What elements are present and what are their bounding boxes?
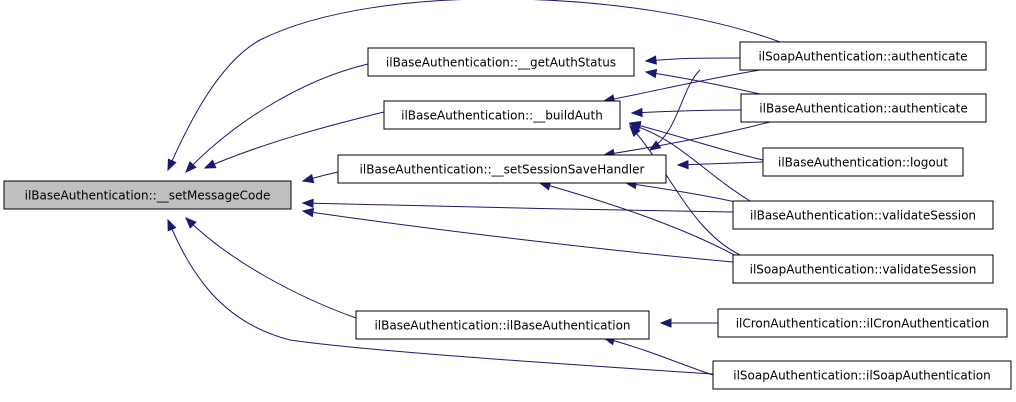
edge-arrowhead [301,173,315,184]
edge-soapAuthenticate-to-setSessionSaveHandler [648,69,701,151]
edge-line [603,337,714,376]
node-cron-constructor[interactable]: ilCronAuthentication::ilCronAuthenticati… [717,308,1008,338]
edge-cronCtor-to-baseCtor [659,318,718,328]
node-label: ilBaseAuthentication::__buildAuth [401,109,603,123]
node-box [367,47,635,77]
node-label: ilBaseAuthentication::validateSession [750,209,976,223]
node-soap-constructor[interactable]: ilSoapAuthentication::ilSoapAuthenticati… [712,360,1012,390]
edge-line [185,63,369,173]
edge-arrowhead [630,107,643,118]
node-box [383,100,621,130]
node-box [337,154,667,184]
edge-soapCtor-to-baseCtor [602,336,714,376]
node-soap-validate-session[interactable]: ilSoapAuthentication::validateSession [732,254,994,284]
edge-arrowhead [676,159,689,170]
node-box [740,93,987,123]
node-label: ilSoapAuthentication::authenticate [758,50,967,64]
edge-line [649,69,701,151]
edge-arrowhead [167,218,177,232]
node-soap-authenticate[interactable]: ilSoapAuthentication::authenticate [739,41,987,71]
edge-soapAuthenticate-to-setMessageCode [167,0,781,172]
edge-soapValidate-to-buildAuth [629,125,741,256]
edge-arrowhead [648,140,662,151]
edge-soapValidate-to-setMessageCode [301,207,734,263]
node-label: ilBaseAuthentication::authenticate [759,102,967,116]
node-box [739,41,987,71]
node-label: ilSoapAuthentication::ilSoapAuthenticati… [733,369,990,383]
edge-line [167,0,781,171]
edge-logout-to-buildAuth [628,121,764,161]
edge-arrowhead [644,68,658,79]
node-box [732,254,994,284]
node-box [3,180,292,210]
node-label: ilBaseAuthentication::__setSessionSaveHa… [360,163,645,177]
edge-line [645,57,741,62]
node-set-session-save-handler[interactable]: ilBaseAuthentication::__setSessionSaveHa… [337,154,667,184]
node-base-validate-session[interactable]: ilBaseAuthentication::validateSession [732,200,994,230]
edge-arrowhead [644,55,657,65]
edge-line [603,69,761,102]
node-label: ilBaseAuthentication::logout [778,156,948,170]
edge-soapValidate-to-setSessionSaveHandler [538,181,741,259]
edge-soapAuthenticate-to-getAuthStatus [644,55,741,65]
edge-soapCtor-to-setMessageCode [167,218,714,375]
edge-arrowhead [628,122,642,132]
node-box [355,310,650,340]
node-build-auth[interactable]: ilBaseAuthentication::__buildAuth [383,100,621,130]
edge-line [645,71,761,95]
node-box [717,308,1008,338]
edge-baseValidate-to-buildAuth [628,122,751,202]
edge-baseAuthenticate-to-buildAuth [630,107,742,118]
call-edges [167,0,781,376]
node-box [732,200,994,230]
edge-arrowhead [659,318,672,328]
edge-arrowhead [185,217,197,229]
edge-getAuthStatus-to-setMessageCode [185,63,369,173]
edge-line [167,219,714,375]
node-base-authenticate[interactable]: ilBaseAuthentication::authenticate [740,93,987,123]
edge-line [204,111,385,169]
edge-arrowhead [301,198,314,209]
edge-line [677,161,764,166]
edge-logout-to-setSessionSaveHandler [676,159,764,170]
edge-line [302,202,734,213]
call-graph-nodes: ilBaseAuthentication::__setMessageCode i… [3,41,1012,390]
edge-line [629,125,741,256]
node-box [712,360,1012,390]
node-logout[interactable]: ilBaseAuthentication::logout [762,147,964,177]
edge-buildAuth-to-setMessageCode [203,111,385,169]
node-label: ilBaseAuthentication::ilBaseAuthenticati… [374,319,630,333]
node-get-auth-status[interactable]: ilBaseAuthentication::__getAuthStatus [367,47,635,77]
node-label: ilBaseAuthentication::__getAuthStatus [386,56,616,70]
edge-line [185,217,357,319]
edge-line [631,109,742,114]
edge-arrowhead [167,158,177,172]
edge-arrowhead [185,161,197,173]
edge-baseAuthenticate-to-setSessionSaveHandler [602,121,771,159]
edge-arrowhead [629,125,641,137]
node-base-constructor[interactable]: ilBaseAuthentication::ilBaseAuthenticati… [355,310,650,340]
edge-line [302,210,734,263]
edge-line [629,123,751,202]
edge-arrowhead [203,159,217,169]
node-set-message-code[interactable]: ilBaseAuthentication::__setMessageCode [3,180,292,210]
node-label: ilSoapAuthentication::validateSession [750,263,977,277]
edge-line [603,121,771,156]
edge-baseValidate-to-setMessageCode [301,198,734,213]
edge-setSessionSaveHandler-to-setMessageCode [301,171,339,184]
edge-baseCtor-to-setMessageCode [185,217,357,319]
node-label: ilBaseAuthentication::__setMessageCode [25,189,271,203]
edge-arrowhead [301,207,315,218]
node-box [762,147,964,177]
node-label: ilCronAuthentication::ilCronAuthenticati… [736,317,990,331]
edge-line [629,122,764,161]
edge-line [539,182,741,259]
edge-line [625,182,741,204]
